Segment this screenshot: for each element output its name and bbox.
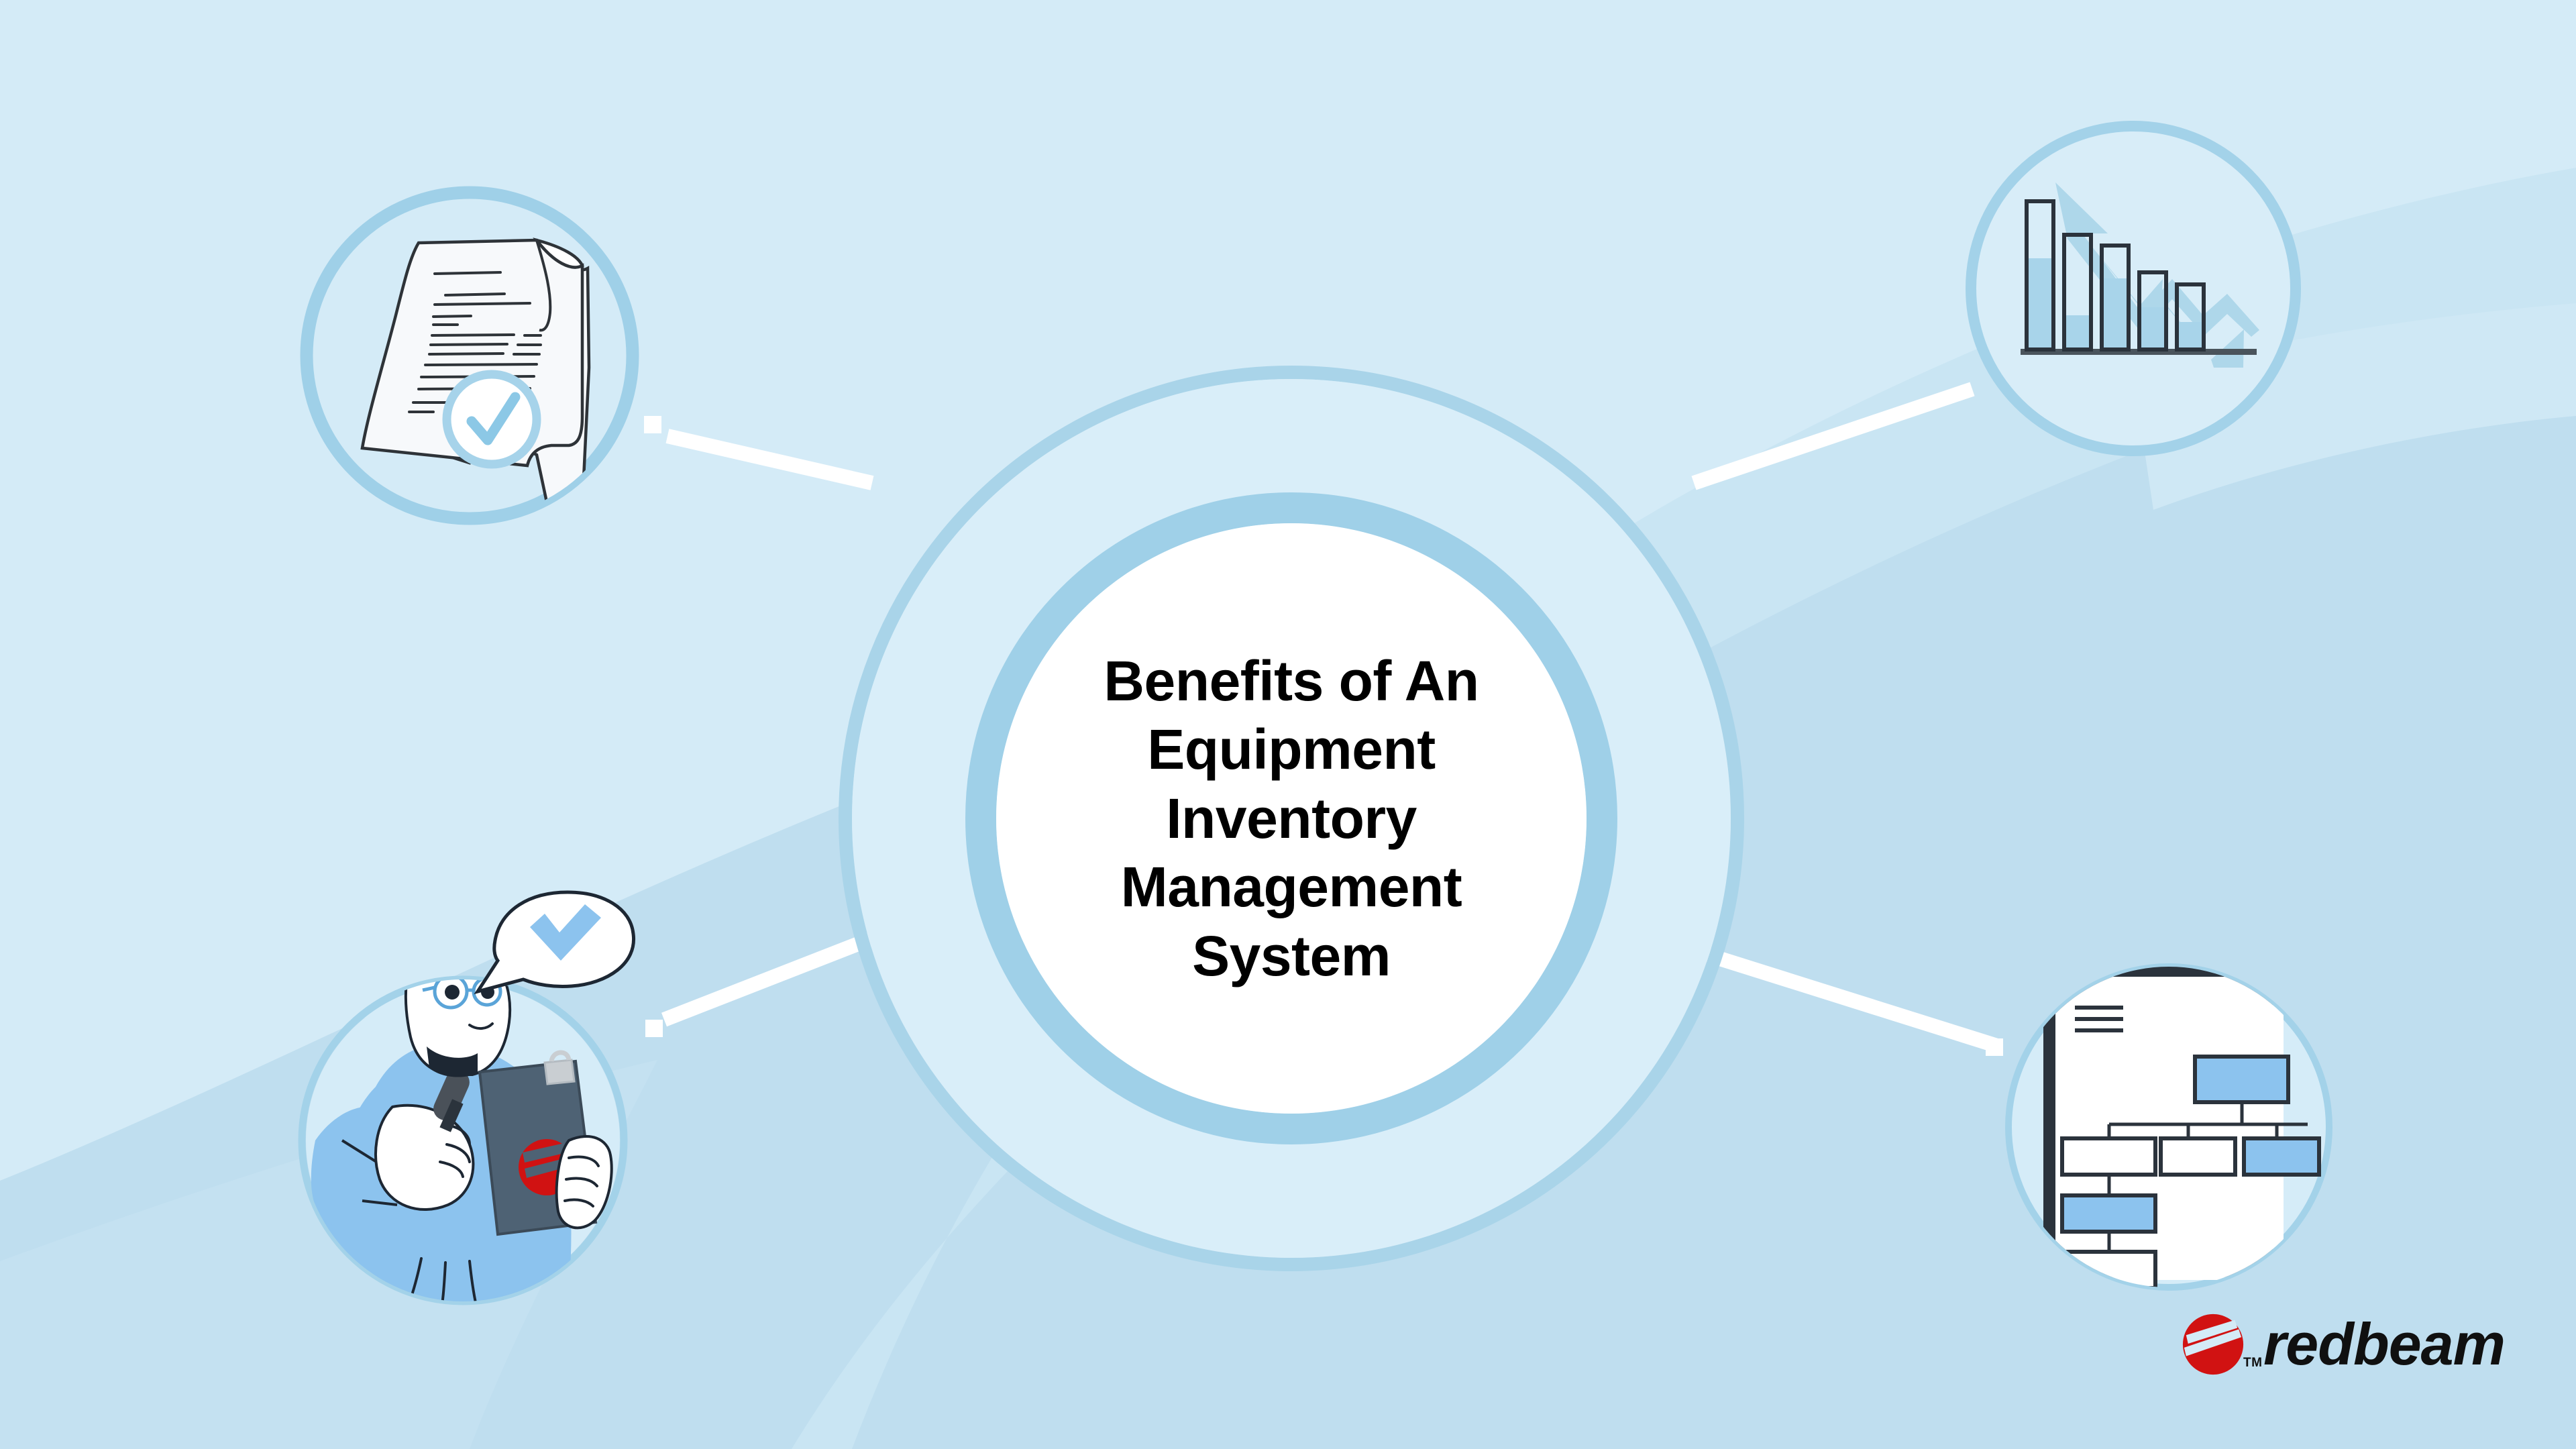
document-check-glyph: [466, 392, 521, 445]
node-person-content: [311, 952, 613, 1301]
flowchart-box-d: [2060, 1193, 2157, 1234]
center-hub: [839, 366, 1744, 1271]
person-hair: [413, 952, 496, 974]
logo-trademark: TM: [2243, 1356, 2263, 1370]
connector-hub-to-chart: [1691, 382, 1975, 490]
chart-baseline: [2021, 349, 2257, 355]
chart-bar-3: [2100, 244, 2131, 352]
redbeam-swoosh-icon: TM: [2180, 1311, 2262, 1377]
connector-hub-to-person: [661, 928, 882, 1027]
person-head: [404, 979, 512, 1076]
person-hand-right: [555, 1135, 613, 1230]
flowchart-box-b: [2159, 1136, 2237, 1177]
clipboard-clip-handle: [549, 1050, 572, 1062]
redbeam-logo[interactable]: TM redbeam: [2180, 1311, 2506, 1377]
hub-outer-ring: [839, 366, 1744, 1271]
chart-bar-1: [2025, 199, 2055, 352]
flowchart-box-a: [2060, 1136, 2157, 1177]
person-brow-left: [441, 969, 463, 973]
chart-bar-5: [2175, 282, 2206, 352]
person-hand-right-lines: [564, 1155, 600, 1208]
chart-bar-4: [2137, 270, 2168, 352]
person-clipboard: [478, 1050, 613, 1236]
logo-stripe-upper: [2186, 1320, 2238, 1344]
flowchart-page: [2055, 977, 2284, 1280]
flowchart-connectors: [2107, 1102, 2308, 1252]
flowchart-box-root: [2193, 1055, 2290, 1104]
speech-bubble-check: [530, 904, 601, 961]
node-flowchart-content: [2043, 967, 2321, 1287]
chart-bar-2: [2062, 233, 2093, 352]
flowchart-box-c: [2242, 1136, 2321, 1177]
redbeam-mark-svg: [2182, 1313, 2244, 1375]
person-glasses: [422, 979, 502, 1010]
person-beard: [427, 1046, 478, 1077]
connector-hub-to-document: [665, 429, 874, 490]
connector-dot-document: [644, 416, 661, 433]
document-curl-fold: [535, 239, 552, 332]
person-mouth: [468, 1022, 494, 1030]
node-flowchart-document[interactable]: [2005, 963, 2332, 1291]
clipboard-clip: [543, 1059, 576, 1085]
hub-disc: [996, 523, 1587, 1114]
flowchart-title-lines: [2075, 1006, 2123, 1032]
node-document-content: [360, 237, 591, 519]
person-speech-bubble: [474, 890, 636, 995]
node-ring-document: [300, 186, 639, 525]
node-declining-bar-chart[interactable]: [1966, 121, 2301, 456]
person-eye-left: [445, 985, 460, 1000]
connector-dot-person: [645, 1020, 663, 1037]
hub-inner-ring: [965, 492, 1617, 1144]
connector-dot-flowchart: [1986, 1038, 2003, 1056]
node-document-approved[interactable]: [300, 186, 639, 525]
connector-hub-to-flowchart: [1698, 945, 2002, 1054]
node-chart-content: [2021, 182, 2259, 368]
connector-dots: [644, 416, 2003, 1056]
connector-lines: [661, 382, 2002, 1054]
node-inspector-clipboard[interactable]: [298, 890, 636, 1316]
person-coat-lines: [402, 1257, 480, 1301]
node-ring-chart: [1966, 121, 2301, 456]
chart-trend-arrow-shape: [2055, 182, 2259, 337]
node-fill-chart: [1975, 130, 2292, 447]
person-microphone: [433, 1070, 470, 1132]
flowchart-box-e: [2060, 1250, 2157, 1287]
wave-band-secondary: [792, 168, 2576, 1449]
document-corner-curl: [533, 237, 584, 269]
logo-wordmark: redbeam: [2263, 1311, 2506, 1377]
chart-bars: [2025, 199, 2206, 352]
document-check-badge: [442, 370, 541, 469]
logo-stripe-lower: [2184, 1329, 2242, 1356]
